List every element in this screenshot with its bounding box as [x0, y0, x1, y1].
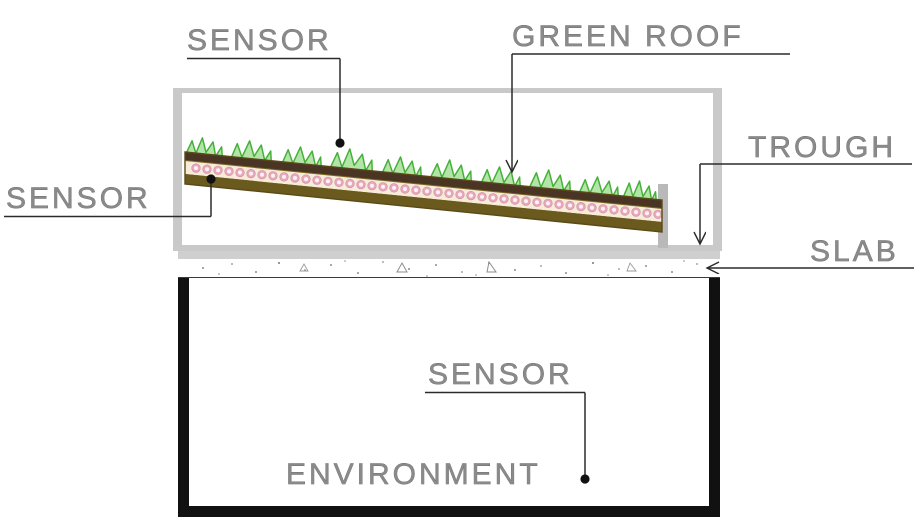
label-sensor-environment: SENSOR	[428, 358, 573, 391]
leader-sensor-top	[187, 57, 345, 148]
green-roof-assembly	[184, 137, 663, 233]
label-trough: TROUGH	[748, 131, 896, 164]
label-green-roof: GREEN ROOF	[512, 20, 744, 53]
label-environment: ENVIRONMENT	[286, 458, 541, 491]
drainage-beads	[191, 163, 662, 219]
label-sensor-left: SENSOR	[6, 182, 151, 215]
leader-green-roof	[512, 53, 790, 172]
leader-sensor-environment	[425, 391, 590, 484]
sensor-dot-roof-surface	[335, 138, 345, 148]
roof-layers	[185, 152, 662, 232]
slab-aggregate-hatch	[202, 260, 698, 277]
leader-sensor-left	[4, 174, 216, 218]
sensor-dot-environment	[580, 474, 590, 484]
green-roof-enclosure	[173, 88, 722, 251]
sensor-dot-roof-base	[206, 174, 216, 184]
leader-trough	[700, 163, 912, 244]
environment-chamber	[178, 277, 720, 517]
label-slab: SLAB	[810, 235, 899, 268]
trough-post	[658, 184, 668, 248]
label-sensor-top: SENSOR	[187, 24, 332, 57]
concrete-slab	[178, 250, 720, 278]
